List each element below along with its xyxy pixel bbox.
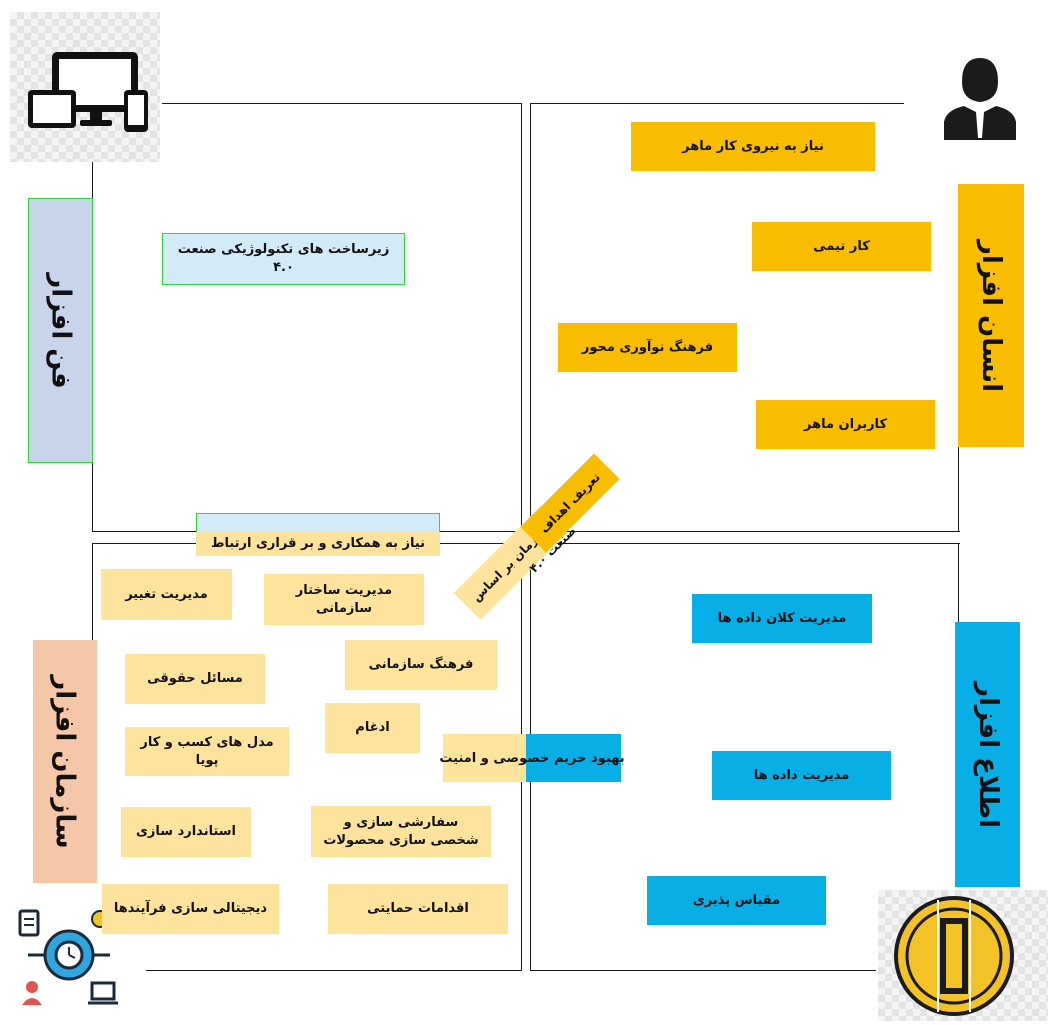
legal-issues-box: مسائل حقوقی xyxy=(125,654,265,704)
process-gear-icon xyxy=(14,905,124,1009)
information-title-bar: اطلاع افزار xyxy=(955,622,1020,887)
technology-title-bar: فن افزار xyxy=(28,198,93,463)
frame-line xyxy=(958,543,959,623)
big-data-management-box: مدیریت کلان داده ها xyxy=(692,594,872,643)
innovation-culture-box: فرهنگ نوآوری محور xyxy=(558,323,737,372)
privacy-security-box-blue xyxy=(526,734,621,782)
privacy-security-box xyxy=(443,734,526,782)
scalability-box: مقیاس پذیری xyxy=(647,876,826,925)
structure-management-box: مدیریت ساختار سازمانی xyxy=(264,574,424,625)
process-digitalization-box: دیجیتالی سازی فرآیندها xyxy=(102,884,279,934)
information-title: اطلاع افزار xyxy=(972,681,1003,828)
technology-title: فن افزار xyxy=(45,272,76,389)
human-title: انسان افزار xyxy=(975,239,1006,392)
frame-line xyxy=(958,445,959,532)
frame-line xyxy=(530,543,960,544)
change-management-box: مدیریت تغییر xyxy=(101,569,232,620)
frame-line xyxy=(92,543,93,643)
skilled-users-box: کاربران ماهر xyxy=(756,400,935,449)
organization-title-bar: سازمان افزار xyxy=(33,640,97,883)
frame-line xyxy=(530,103,904,104)
teamwork-box: کار تیمی xyxy=(752,222,931,271)
organization-title: سازمان افزار xyxy=(50,674,80,849)
frame-line xyxy=(162,103,521,104)
coin-icon xyxy=(878,890,1048,1021)
human-title-bar: انسان افزار xyxy=(958,184,1024,447)
integration-box: ادغام xyxy=(325,703,420,753)
devices-icon xyxy=(10,12,160,162)
skilled-workforce-box: نیاز به نیروی کار ماهر xyxy=(631,122,875,171)
data-management-box: مدیریت داده ها xyxy=(712,751,891,800)
cooperation-box-accent xyxy=(196,513,440,533)
frame-line xyxy=(530,531,960,532)
businessman-icon xyxy=(940,52,1020,140)
customization-box: سفارشی سازی و شخصی سازی محصولات xyxy=(311,806,491,857)
standardization-box: استاندارد سازی xyxy=(121,807,251,857)
tech-infrastructure-box: زیرساخت های تکنولوژیکی صنعت ۴.۰ xyxy=(162,233,405,285)
cooperation-box: نیاز به همکاری و بر قراری ارتباط xyxy=(196,532,440,556)
business-models-box: مدل های کسب و کار پویا xyxy=(125,727,289,776)
frame-line xyxy=(530,103,531,531)
frame-line xyxy=(530,970,876,971)
privacy-security-label: بهبود حریم خصوصی و امنیت xyxy=(439,750,625,766)
frame-line xyxy=(521,103,522,531)
frame-line xyxy=(146,970,522,971)
support-measures-box: اقدامات حمایتی xyxy=(328,884,508,934)
organizational-culture-box: فرهنگ سازمانی xyxy=(345,640,497,690)
